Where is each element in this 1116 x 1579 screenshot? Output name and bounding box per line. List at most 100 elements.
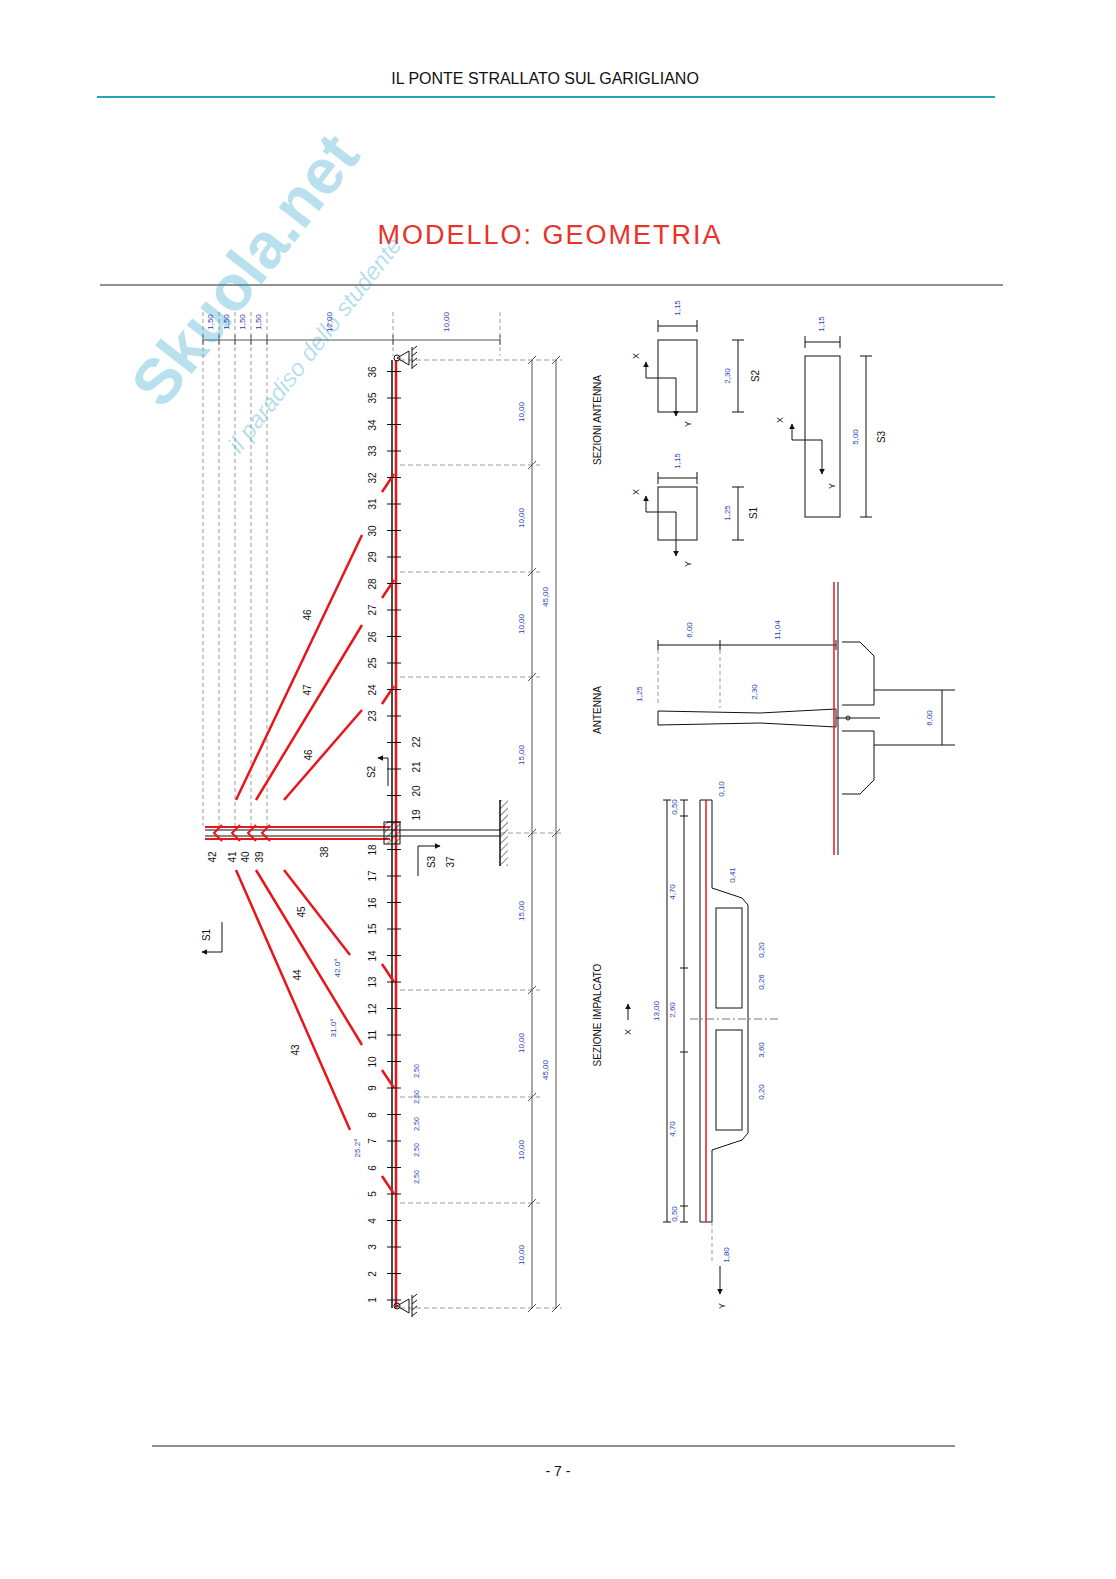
dimension-label: 2,50 bbox=[413, 1170, 420, 1184]
dimension-label: 1,15 bbox=[818, 316, 826, 332]
node-tick bbox=[387, 1300, 401, 1301]
node-number: 14 bbox=[368, 950, 378, 961]
axis-label: Y bbox=[684, 561, 693, 567]
antenna-sections bbox=[646, 320, 872, 556]
node-number: 29 bbox=[368, 551, 378, 562]
dimension-line bbox=[658, 472, 744, 540]
axis-label: X bbox=[632, 489, 641, 495]
node-number: 30 bbox=[368, 525, 378, 536]
dimension-label: 45,00 bbox=[542, 1060, 550, 1080]
construction-line bbox=[712, 1222, 713, 1262]
dimension-label: 10,00 bbox=[518, 1033, 526, 1053]
construction-line bbox=[203, 312, 500, 826]
node-number: 16 bbox=[368, 897, 378, 908]
dimension-label: 1,25 bbox=[724, 505, 732, 521]
section-heading: ANTENNA bbox=[593, 686, 603, 734]
node-tick bbox=[387, 929, 401, 930]
stay-number: 43 bbox=[291, 1044, 301, 1055]
dimension-label: 0,26 bbox=[758, 974, 766, 990]
node-number: 23 bbox=[368, 710, 378, 721]
dimension-label: 3,60 bbox=[758, 1042, 766, 1058]
node-tick bbox=[387, 636, 401, 637]
node-tick bbox=[387, 849, 401, 850]
node-number: 11 bbox=[368, 1030, 378, 1040]
construction-line bbox=[400, 360, 562, 1308]
node-number: 33 bbox=[368, 445, 378, 456]
dimension-label: 45,00 bbox=[542, 587, 550, 607]
dimension-label: 2,30 bbox=[751, 684, 759, 700]
dimension-label: 11,04 bbox=[774, 620, 782, 639]
dimension-label: 10,00 bbox=[443, 312, 451, 332]
node-number: 22 bbox=[412, 736, 422, 747]
node-tick bbox=[387, 530, 401, 531]
node-number: 24 bbox=[368, 684, 378, 695]
node-tick bbox=[387, 610, 401, 611]
axis-label: X bbox=[632, 353, 641, 359]
dimension-label: 0,50 bbox=[671, 799, 679, 815]
section-outline bbox=[658, 487, 697, 540]
node-tick bbox=[387, 902, 401, 903]
section-outline bbox=[658, 340, 697, 412]
section-mark: S2 bbox=[751, 370, 761, 382]
node-number: 1 bbox=[368, 1297, 378, 1303]
node-tick bbox=[387, 477, 401, 478]
section-outline bbox=[805, 356, 840, 517]
node-tick bbox=[387, 1035, 401, 1036]
node-tick bbox=[387, 876, 401, 877]
node-number: 32 bbox=[368, 472, 378, 483]
stay-number: 44 bbox=[293, 969, 303, 980]
node-number: 18 bbox=[368, 844, 378, 855]
node-number: 4 bbox=[368, 1218, 378, 1224]
node-tick bbox=[387, 663, 401, 664]
node-number: 36 bbox=[368, 366, 378, 377]
dimension-label: 15,00 bbox=[518, 901, 526, 921]
dimension-label: 2,50 bbox=[413, 1143, 420, 1157]
stay-number: 47 bbox=[303, 684, 313, 695]
dimension-label: 15,00 bbox=[518, 745, 526, 765]
dimension-line bbox=[680, 800, 688, 1222]
element-number: 41 bbox=[228, 851, 238, 862]
dimension-label: 1,15 bbox=[674, 453, 682, 469]
dimension-label: 10,00 bbox=[518, 508, 526, 528]
dimension-label: 13,00 bbox=[653, 1001, 661, 1021]
element-number: 37 bbox=[446, 856, 456, 867]
node-tick bbox=[387, 424, 401, 425]
section-arrow bbox=[378, 758, 388, 786]
axis-arrow bbox=[720, 1266, 721, 1294]
angle-label: 31.0° bbox=[330, 1019, 338, 1038]
node-tick bbox=[387, 504, 401, 505]
node-number: 26 bbox=[368, 631, 378, 642]
node-tick bbox=[387, 1247, 401, 1248]
node-number: 17 bbox=[368, 870, 378, 881]
node-tick bbox=[387, 1273, 401, 1274]
box-cell bbox=[716, 1030, 742, 1130]
node-tick bbox=[387, 1194, 401, 1195]
stay-number: 46 bbox=[303, 609, 313, 620]
construction-line bbox=[658, 650, 720, 708]
section-mark: S3 bbox=[877, 431, 887, 443]
node-number: 2 bbox=[368, 1271, 378, 1277]
header-rule bbox=[97, 96, 995, 98]
node-tick bbox=[387, 1088, 401, 1089]
dimension-label: 0,10 bbox=[718, 781, 726, 797]
pier-line bbox=[836, 690, 955, 745]
dimension-label: 0,20 bbox=[758, 1084, 766, 1100]
dimension-label: 6,00 bbox=[686, 622, 694, 638]
section-arrow bbox=[202, 922, 222, 952]
node-tick bbox=[387, 769, 401, 770]
element-number: 40 bbox=[241, 851, 251, 862]
node-tick bbox=[387, 1114, 401, 1115]
axis-arrow bbox=[792, 424, 822, 440]
angle-label: 25.2° bbox=[354, 1139, 362, 1158]
dimension-label: 12,00 bbox=[326, 312, 334, 332]
dimension-line bbox=[805, 336, 872, 517]
dimension-label: 2,50 bbox=[413, 1090, 420, 1104]
dimension-label: 0,41 bbox=[729, 867, 737, 883]
anchor-mark bbox=[214, 825, 270, 841]
support-symbol bbox=[397, 351, 409, 365]
deck-axis bbox=[705, 800, 707, 1222]
watermark: Skuola.net bbox=[120, 123, 370, 417]
node-tick bbox=[387, 822, 401, 823]
node-number: 13 bbox=[368, 976, 378, 987]
node-ticks bbox=[387, 372, 401, 1301]
